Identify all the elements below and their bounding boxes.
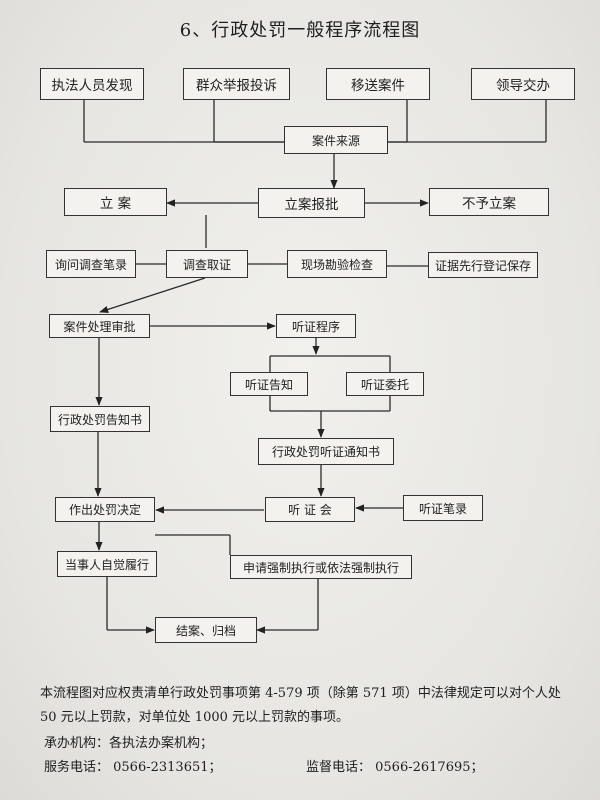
box-public-report: 群众举报投诉 xyxy=(183,68,290,100)
footer-supervise-phone: 监督电话： 0566-2617695； xyxy=(306,760,484,775)
box-evidence-preserve: 证据先行登记保存 xyxy=(428,252,538,278)
footer-agency: 承办机构：各执法办案机构； xyxy=(44,736,214,751)
box-hearing-procedure: 听证程序 xyxy=(276,314,356,338)
box-hearing-notice: 听证告知 xyxy=(230,372,308,396)
box-close-case: 结案、归档 xyxy=(155,617,257,643)
box-site-inspection: 现场勘验检查 xyxy=(287,250,387,278)
box-enforce: 申请强制执行或依法强制执行 xyxy=(230,555,412,579)
box-inquiry-record: 询问调查笔录 xyxy=(46,250,136,278)
box-penalty-notice: 行政处罚告知书 xyxy=(50,406,150,432)
box-hearing-record: 听证笔录 xyxy=(403,495,483,521)
box-case-source: 案件来源 xyxy=(284,126,388,154)
footer-service-phone: 服务电话： 0566-2313651； xyxy=(44,760,222,775)
footer-note-block: 本流程图对应权责清单行政处罚事项第 4-579 项（除第 571 项）中法律规定… xyxy=(40,682,570,730)
box-hearing: 听 证 会 xyxy=(265,497,355,522)
box-file-case: 立 案 xyxy=(64,188,167,216)
box-hearing-entrust: 听证委托 xyxy=(346,372,424,396)
box-decision: 作出处罚决定 xyxy=(55,497,155,522)
box-case-transfer: 移送案件 xyxy=(326,68,430,100)
box-hearing-notice-doc: 行政处罚听证通知书 xyxy=(258,438,394,465)
box-leader-assign: 领导交办 xyxy=(471,68,575,100)
box-enforcer-found: 执法人员发现 xyxy=(40,68,144,100)
box-investigation: 调查取证 xyxy=(166,250,248,278)
box-case-review: 案件处理审批 xyxy=(49,314,150,338)
box-case-approval: 立案报批 xyxy=(258,188,365,218)
box-no-file: 不予立案 xyxy=(429,188,549,216)
footer-note: 本流程图对应权责清单行政处罚事项第 4-579 项（除第 571 项）中法律规定… xyxy=(40,686,561,725)
page-title: 6、行政处罚一般程序流程图 xyxy=(179,20,421,41)
flow-connectors xyxy=(83,100,547,634)
box-self-perform: 当事人自觉履行 xyxy=(57,551,157,577)
